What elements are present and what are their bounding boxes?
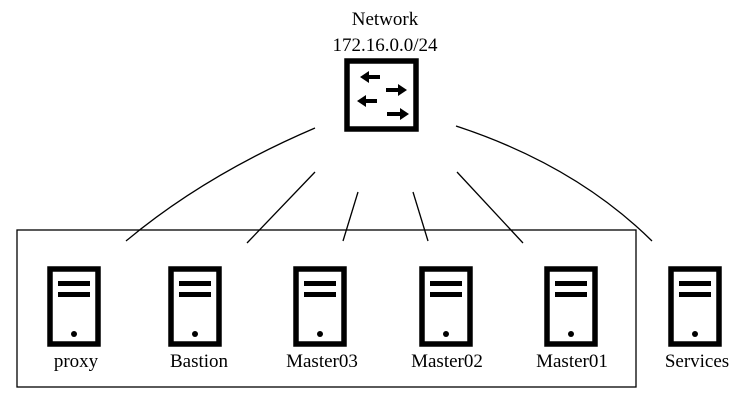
server-node-proxy: proxy — [47, 266, 101, 372]
server-node-master02: Master02 — [411, 266, 483, 372]
link-network-to-master03 — [342, 191, 359, 242]
link-network-to-master01 — [456, 171, 524, 244]
server-node-master01: Master01 — [536, 266, 608, 372]
network-switch-icon — [344, 58, 419, 132]
server-icon — [293, 266, 347, 347]
network-subnet: 172.16.0.0/24 — [332, 35, 438, 56]
server-label-proxy: proxy — [54, 351, 99, 372]
connection-links — [125, 125, 653, 244]
server-label-master02: Master02 — [411, 351, 483, 372]
server-label-master01: Master01 — [536, 351, 608, 372]
server-label-master03: Master03 — [286, 351, 358, 372]
server-nodes: proxy Bastion Master03 Master02 Master01 Serv… — [47, 266, 729, 372]
network-title: Network — [352, 9, 419, 30]
link-network-to-bastion — [246, 171, 316, 244]
server-label-services: Services — [665, 351, 729, 372]
server-icon — [168, 266, 222, 347]
server-icon — [544, 266, 598, 347]
server-label-bastion: Bastion — [170, 351, 229, 372]
link-network-to-master02 — [412, 191, 429, 242]
server-node-master03: Master03 — [286, 266, 358, 372]
cluster-group-box — [16, 229, 637, 388]
server-icon — [419, 266, 473, 347]
server-node-bastion: Bastion — [168, 266, 229, 372]
server-node-services: Services — [665, 266, 729, 372]
link-network-to-proxy — [125, 127, 316, 242]
link-network-to-services — [455, 125, 653, 242]
server-icon — [668, 266, 722, 347]
server-icon — [47, 266, 101, 347]
